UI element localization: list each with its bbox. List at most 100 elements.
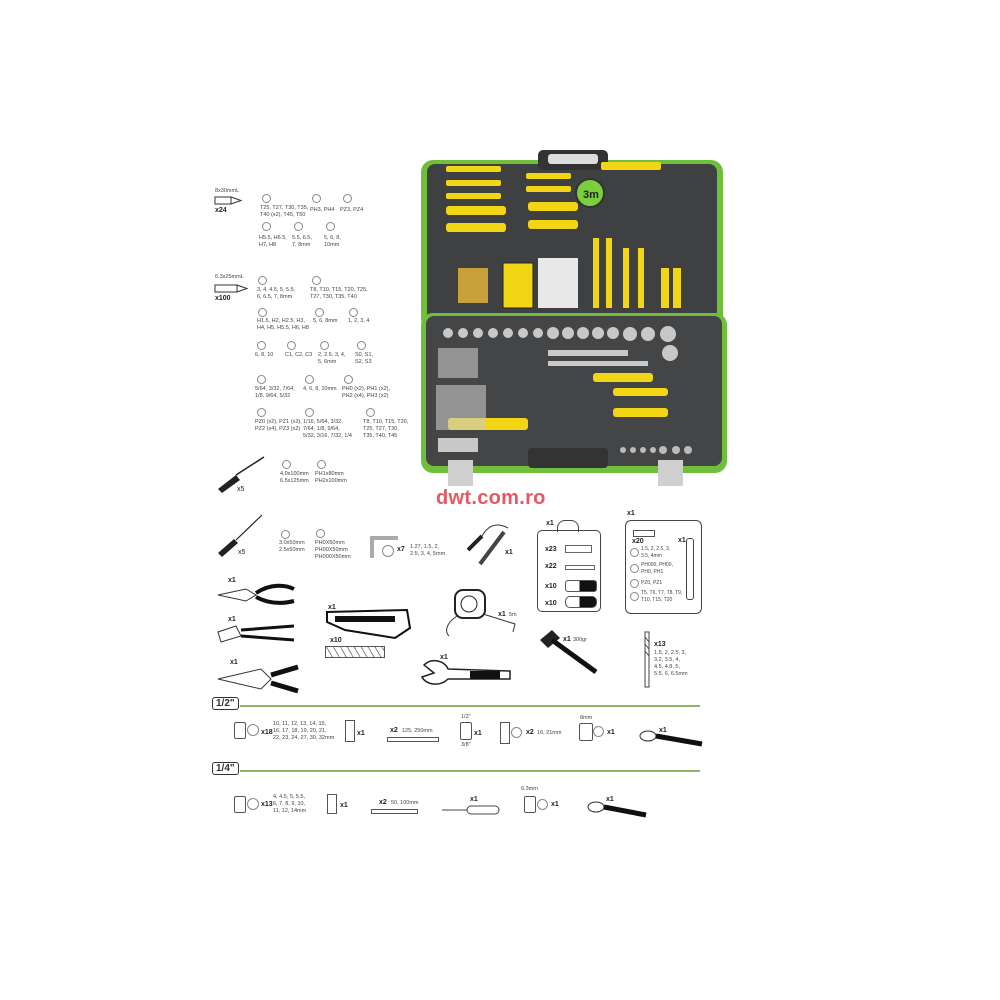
adjustable-wrench-icon: [420, 659, 511, 685]
spark-plug-socket-icon: [579, 723, 593, 741]
bit-sizes: PZ0 (x2), PZ1 (x2), PZ2 (x4), PZ3 (x2): [255, 419, 302, 432]
slotted-icon: [294, 222, 303, 231]
bitset2-size: 6.3x25mmL: [215, 274, 244, 280]
box-handle: [557, 520, 579, 532]
section-divider: [240, 770, 700, 772]
fork-terminal-qty: x10: [545, 583, 557, 590]
bit-sizes: 5/64, 3/32, 7/64, 1/8, 9/64, 5/32: [255, 386, 295, 399]
torx-icon: [630, 592, 639, 601]
socket-end-icon: [537, 799, 548, 810]
ring-terminal-icon: [565, 596, 597, 608]
phillips-icon: [317, 460, 326, 469]
quarter-inch-section-label: 1/4": [212, 762, 239, 775]
socket-end-icon: [247, 798, 259, 810]
hammer-weight: 300gr: [573, 637, 588, 643]
bit-sizes: 5, 6, 8mm: [313, 318, 338, 324]
bit-sizes: T25, T27, T30, T35, T40 (x2), T45, T50: [260, 205, 309, 218]
bit-sizes: 1/16, 5/64, 3/32, 7/64, 1/8, 9/64, 5/32,…: [303, 419, 352, 439]
quarter-ratchet-qty: x1: [606, 796, 614, 803]
hex-key-icon: [370, 536, 398, 558]
half-extension-sizes: 125, 250mm: [402, 728, 433, 734]
section-divider: [240, 705, 700, 707]
spark-plug-socket-size: 8mm: [580, 715, 593, 721]
extension-bar-icon: [387, 737, 439, 742]
screwdriver-icon: [218, 514, 263, 557]
hex-inch-icon: [305, 408, 314, 417]
bit-sizes: PZ3, PZ4: [340, 207, 364, 213]
hammer-icon: [540, 630, 598, 675]
screwdriver-icon: [218, 456, 265, 493]
hex-socket-icon: [315, 308, 324, 317]
tamper-hex-icon: [320, 341, 329, 350]
crimping-pliers-qty: x1: [230, 659, 238, 666]
screw-qty: x22: [545, 563, 557, 570]
tape-measure-icon: [446, 589, 516, 637]
bit-sizes: PH0 (x2), PH1 (x2), PH2 (x4), PH3 (x2): [342, 386, 390, 399]
adapter-icon: [460, 722, 472, 740]
precision-bits-qty: x20: [632, 538, 644, 545]
slotted-icon: [630, 548, 639, 557]
precision-box-qty: x1: [627, 510, 635, 517]
extension-bar-icon: [371, 809, 418, 814]
bitset1-qty: x24: [215, 207, 227, 214]
quarter-extension-qty: x2: [379, 799, 387, 806]
quarter-ujoint-qty: x1: [340, 802, 348, 809]
screwdrivers-small-qty: x5: [238, 549, 246, 556]
universal-joint-icon: [327, 794, 337, 814]
hex-icon: [382, 545, 394, 557]
bit-adapter-icon: [524, 796, 536, 813]
bit-sizes: PH000, PH00, PH0, PH1: [641, 562, 673, 575]
bit-sizes: 6, 8, 10: [255, 352, 274, 358]
slotted-icon: [282, 460, 291, 469]
voltage-tester-qty: x1: [505, 549, 513, 556]
deep-socket-qty: x2: [526, 729, 534, 736]
bit-sizes: T5, T6, T7, T8, T9, T10, T15, T20: [641, 590, 683, 603]
spark-plug-socket-qty: x1: [607, 729, 615, 736]
socket-icon: [234, 796, 246, 813]
drill-bit-icon: [644, 631, 650, 688]
half-ratchet-qty: x1: [659, 727, 667, 734]
socket-icon: [234, 722, 246, 739]
bitset2-qty: x100: [215, 295, 231, 302]
bit-handle-icon: [442, 805, 500, 815]
bit-handle-qty: x1: [470, 796, 478, 803]
hammer-qty: x1: [563, 636, 571, 643]
phillips-icon: [344, 375, 353, 384]
bit-sizes: C1, C2, C3: [285, 352, 313, 358]
water-pump-pliers-qty: x1: [228, 616, 236, 623]
half-ujoint-qty: x1: [357, 730, 365, 737]
svg-text:3m: 3m: [583, 189, 599, 201]
bit-icon: [214, 196, 243, 205]
drill-sizes: 1.5, 2, 2.5, 3, 3.2, 3.5, 4, 4.5, 4.8, 5…: [654, 650, 688, 677]
bit-sizes: H5.5, H6.5, H7, H8: [259, 235, 287, 248]
precision-driver-icon: [686, 538, 694, 600]
crimping-pliers-icon: [217, 664, 299, 694]
tri-wing-icon: [349, 308, 358, 317]
socket-end-icon: [593, 726, 604, 737]
fixings-box-qty: x1: [546, 520, 554, 527]
bit-sizes: PZ0, PZ1: [641, 580, 663, 586]
bit-sizes: PH3, PH4: [310, 207, 335, 213]
bit-sizes: 5, 6, 8, 10mm: [324, 235, 341, 248]
bit-icon: [633, 530, 655, 537]
hex-key-sizes: 1.27, 1.5, 2, 2.5, 3, 4, 5mm: [410, 544, 446, 557]
tape-length: 5m: [509, 612, 517, 618]
slotted-icon: [281, 530, 290, 539]
ratchet-icon: [639, 730, 703, 747]
pozidriv-icon: [257, 408, 266, 417]
deep-socket-icon: [500, 722, 510, 744]
bit-sizes: 1.5, 2, 2.5, 3, 3.5, 4mm: [641, 546, 671, 559]
bit-sizes: 3, 4, 4.5, 5, 5.5, 6, 6.5, 7, 8mm: [257, 287, 296, 300]
pozidriv-icon: [343, 194, 352, 203]
phillips-icon: [316, 529, 325, 538]
screwdriver-sizes: 3.0x50mm 2.5x50mm: [279, 540, 305, 553]
adapter-bottom-size: 3/8": [461, 742, 471, 748]
hex-socket-icon: [305, 375, 314, 384]
universal-joint-icon: [345, 720, 355, 742]
half-sockets-qty: x18: [261, 729, 273, 736]
wall-plug-icon: [565, 545, 592, 553]
screwdrivers-large-qty: x5: [237, 486, 245, 493]
ratchet-icon: [587, 801, 647, 818]
square-icon: [357, 341, 366, 350]
